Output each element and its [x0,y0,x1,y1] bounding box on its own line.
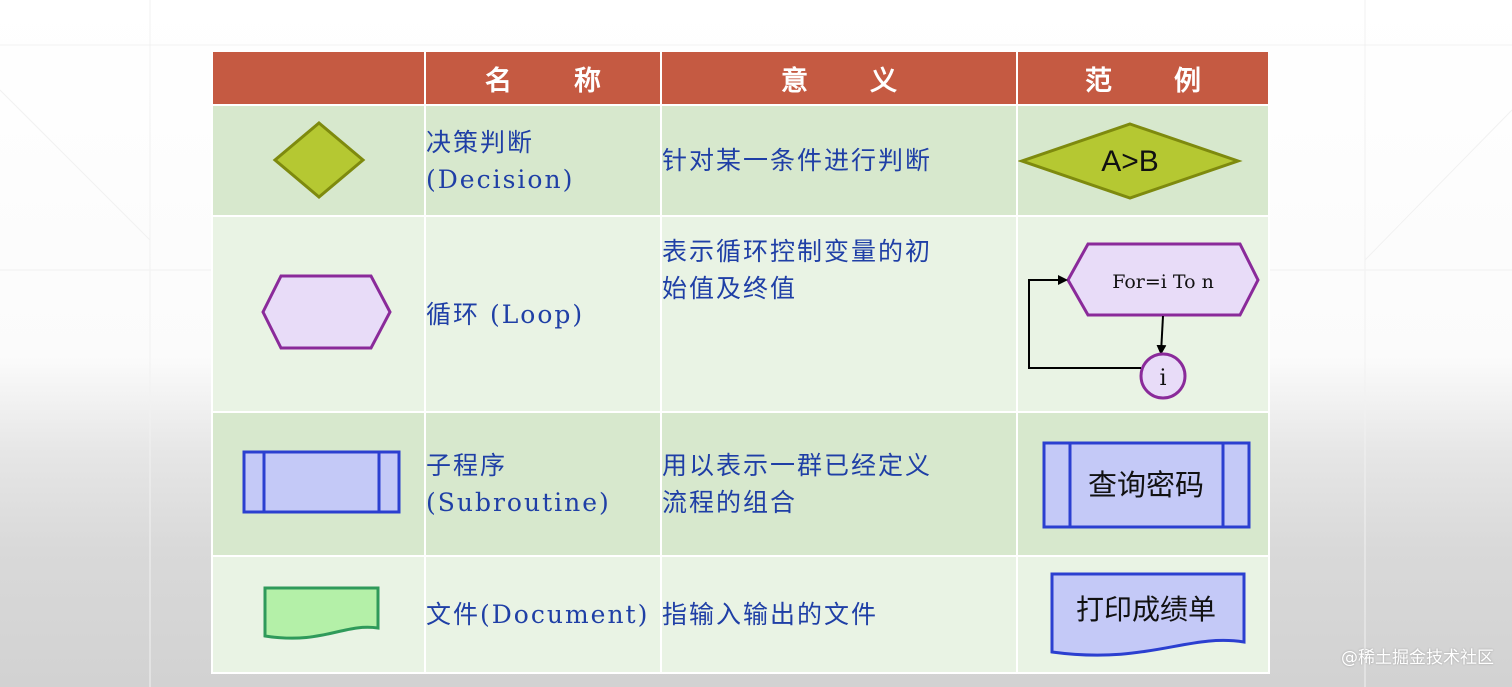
document-icon [211,555,426,674]
header-blank [211,50,426,106]
table-row-loop: 循环 (Loop) 表示循环控制变量的初 始值及终值 For=i To n [211,215,1270,413]
watermark: @稀土掘金技术社区 [1341,648,1494,668]
example-loop: For=i To n i [1016,215,1270,413]
subroutine-label: 查询密码 [1088,468,1204,502]
symbol-meaning: 用以表示一群已经定义 流程的组合 [660,411,1018,557]
symbol-meaning: 表示循环控制变量的初 始值及终值 [660,215,1018,413]
header-name: 名称 [424,50,662,106]
subroutine-box-icon [211,411,426,557]
symbol-name: 文件(Document) [424,555,662,674]
symbol-name: 循环 (Loop) [424,215,662,413]
table-row-subroutine: 子程序 (Subroutine) 用以表示一群已经定义 流程的组合 查询密码 [211,411,1270,557]
loop-counter-label: i [1159,366,1166,391]
hexagon-icon [211,215,426,413]
symbol-name: 子程序 (Subroutine) [424,411,662,557]
document-label: 打印成绩单 [1076,593,1216,626]
header-meaning: 意义 [660,50,1018,106]
example-document: 打印成绩单 [1016,555,1270,674]
diamond-icon [211,104,426,217]
example-label: A>B [1101,145,1159,178]
table-row-document: 文件(Document) 指输入输出的文件 打印成绩单 [211,555,1270,674]
example-decision: A>B [1016,104,1270,217]
table-header-row: 名称 意义 范例 [211,50,1270,106]
loop-label: For=i To n [1112,271,1214,293]
symbol-name: 决策判断 (Decision) [424,104,662,217]
table-row-decision: 决策判断 (Decision) 针对某一条件进行判断 A>B [211,104,1270,217]
flowchart-symbol-table: 名称 意义 范例 决策判断 (Decision) 针对某一条件进行判断 [211,50,1270,674]
example-subroutine: 查询密码 [1016,411,1270,557]
symbol-meaning: 针对某一条件进行判断 [660,104,1018,217]
loop-counter-node [1139,352,1187,400]
header-example: 范例 [1016,50,1270,106]
symbol-meaning: 指输入输出的文件 [660,555,1018,674]
